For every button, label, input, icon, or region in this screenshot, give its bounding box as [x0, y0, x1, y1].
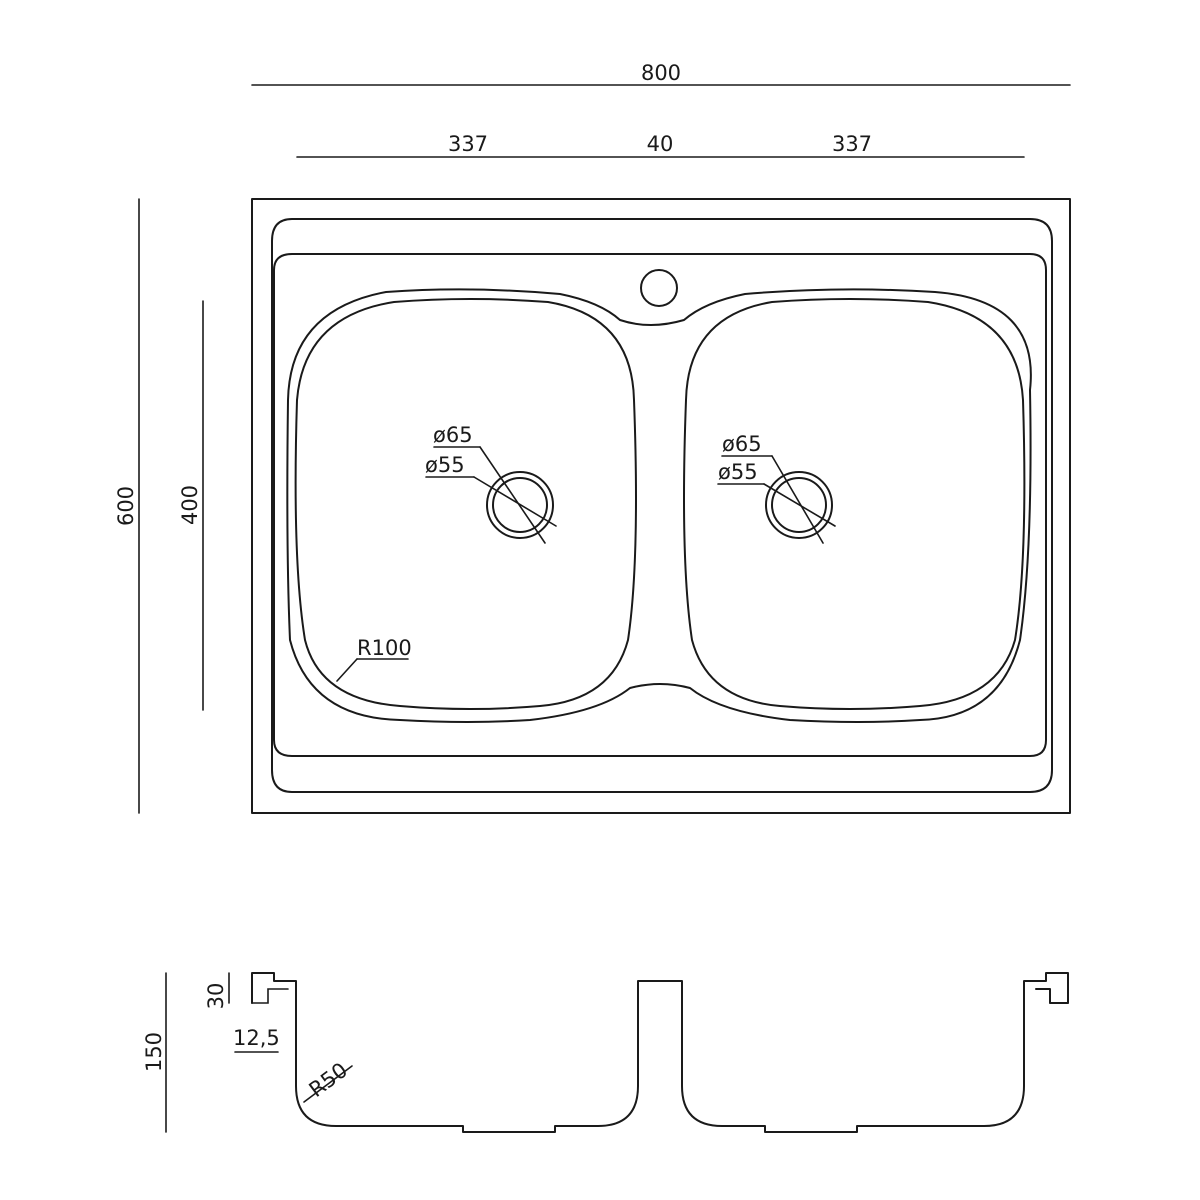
- right-drain-outer-circle: [765, 471, 833, 539]
- corner-radius-leader: [336, 658, 358, 682]
- left-bowl-width-label: 337: [448, 132, 488, 156]
- right-bowl-inner: [683, 298, 1026, 710]
- tap-hole: [640, 269, 678, 307]
- left-drain-outer-circle: [486, 471, 554, 539]
- left-drain-outer-label: ø65: [433, 423, 473, 447]
- left-drain-inner-label: ø55: [425, 453, 465, 477]
- top-view: ø65 ø55 ø65 ø55 R100 800 337 40 3: [114, 61, 1071, 814]
- section-profile: [251, 972, 1069, 1133]
- section-inner-lip-left: [251, 988, 289, 1004]
- corner-radius-label: R100: [357, 636, 412, 660]
- right-drain-leader-inner: [763, 483, 836, 527]
- section-rim-label: 30: [204, 983, 228, 1010]
- corner-radius-callout: R100: [336, 636, 412, 682]
- left-drain-leader-outer: [479, 446, 546, 544]
- sink-outline: [251, 198, 1071, 814]
- right-drain-leader-outer: [771, 455, 824, 544]
- divider-width-label: 40: [647, 132, 674, 156]
- overall-width-label: 800: [641, 61, 681, 85]
- left-bowl-inner: [294, 298, 637, 710]
- right-drain-outer-label: ø65: [722, 432, 762, 456]
- right-drain-inner-label: ø55: [718, 460, 758, 484]
- section-depth-label: 150: [142, 1032, 166, 1072]
- section-radius-leader: [303, 1065, 353, 1103]
- deck-inner-outline: [271, 218, 1053, 793]
- section-lip-label: 12,5: [233, 1026, 280, 1050]
- section-view: 150 30 12,5 R50: [142, 972, 1069, 1133]
- drip-tray-outline: [273, 253, 1047, 757]
- left-drain-inner-circle: [492, 477, 548, 533]
- bowl-height-label: 400: [178, 485, 202, 525]
- top-dimensions: 800 337 40 337 600 400: [114, 61, 1071, 814]
- left-drain: ø65 ø55: [425, 423, 557, 544]
- left-bowl-rim: [286, 288, 1032, 723]
- right-drain: ø65 ø55: [717, 432, 836, 544]
- right-bowl-width-label: 337: [832, 132, 872, 156]
- left-drain-leader-inner: [473, 476, 557, 527]
- overall-height-label: 600: [114, 486, 138, 526]
- right-drain-inner-circle: [771, 477, 827, 533]
